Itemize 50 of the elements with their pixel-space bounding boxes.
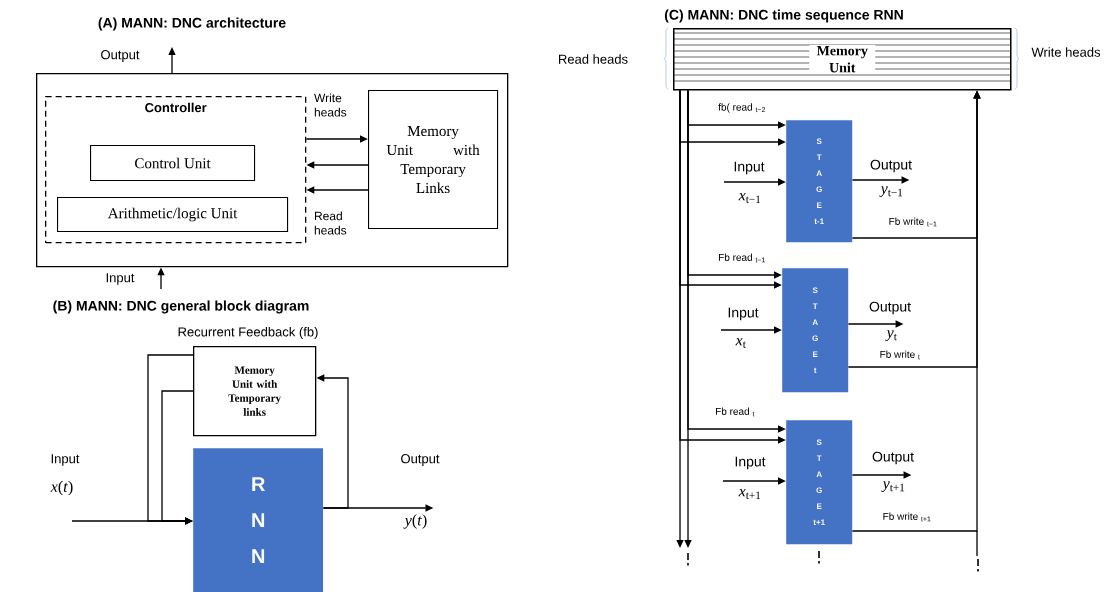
edge-label: Fb read $_{t}$ (716, 407, 755, 417)
edge-label: Input (734, 161, 765, 175)
unit-box: Arithmetic/logic Unit (57, 197, 289, 233)
memory-block: Memory Unit (672, 28, 1012, 91)
signal-symbol: y$_{t−1}$ (879, 186, 903, 197)
signal-symbol: y$_{t}$ (885, 330, 897, 341)
arrow (720, 326, 782, 334)
memory-box: Memory Unit with Temporary Links (368, 90, 499, 230)
edge-label: fb( read $_{t−2}$ (718, 103, 765, 113)
arrow (305, 135, 368, 143)
arrow (168, 47, 176, 74)
edge-label: Output (870, 159, 912, 173)
edge-label: Input (51, 454, 80, 466)
signal-symbol: y(t) (403, 514, 427, 529)
system-box (36, 73, 509, 268)
edge-label: Read heads (314, 211, 347, 235)
arrow (723, 178, 786, 186)
side-label: Recurrent Feedback (fb) (178, 326, 318, 340)
edge-label: Output (872, 451, 914, 465)
edge-label: Input (728, 307, 759, 321)
stage-block: S T A G E t+1 (786, 420, 853, 545)
signal-symbol: x(t) (50, 480, 73, 496)
stage-block: S T A G E t (782, 268, 849, 393)
signal-symbol: x$_{t}$ (735, 338, 746, 349)
panel-title: (A) MANN: DNC architecture (98, 17, 286, 31)
edge-label: Output (869, 301, 911, 315)
edge-label: Fb write $_{t}$ (880, 350, 920, 360)
signal-symbol: y$_{t+1}$ (881, 481, 905, 492)
edge-label: Write heads (314, 93, 347, 117)
edge-label: Input (735, 456, 766, 470)
signal-symbol: x$_{t−1}$ (738, 193, 761, 204)
arrow (161, 390, 194, 525)
arrow (676, 89, 684, 548)
signal-symbol: x$_{t+1}$ (738, 489, 761, 500)
unit-box: Control Unit (90, 145, 256, 182)
edge-label: Input (106, 273, 135, 285)
rnn-block: R N N (193, 448, 324, 592)
edge-label: Fb read $_{t−1}$ (719, 253, 765, 263)
stage-block: S T A G E t-1 (786, 120, 853, 243)
edge-label: Output (401, 454, 440, 466)
memory-box: Memory Unit with Temporary links (193, 346, 317, 437)
edge-label: Fb write $_{t+1}$ (883, 512, 931, 522)
arrow (684, 89, 692, 548)
arrow (147, 354, 194, 525)
side-label: Write heads (1031, 47, 1101, 57)
side-label: Read heads (559, 54, 628, 64)
edge-label: Fb write $_{t−1}$ (889, 217, 937, 227)
edge-label: Output (101, 50, 140, 62)
arrow (722, 477, 786, 485)
panel-title: (B) MANN: DNC general block diagram (53, 300, 309, 314)
